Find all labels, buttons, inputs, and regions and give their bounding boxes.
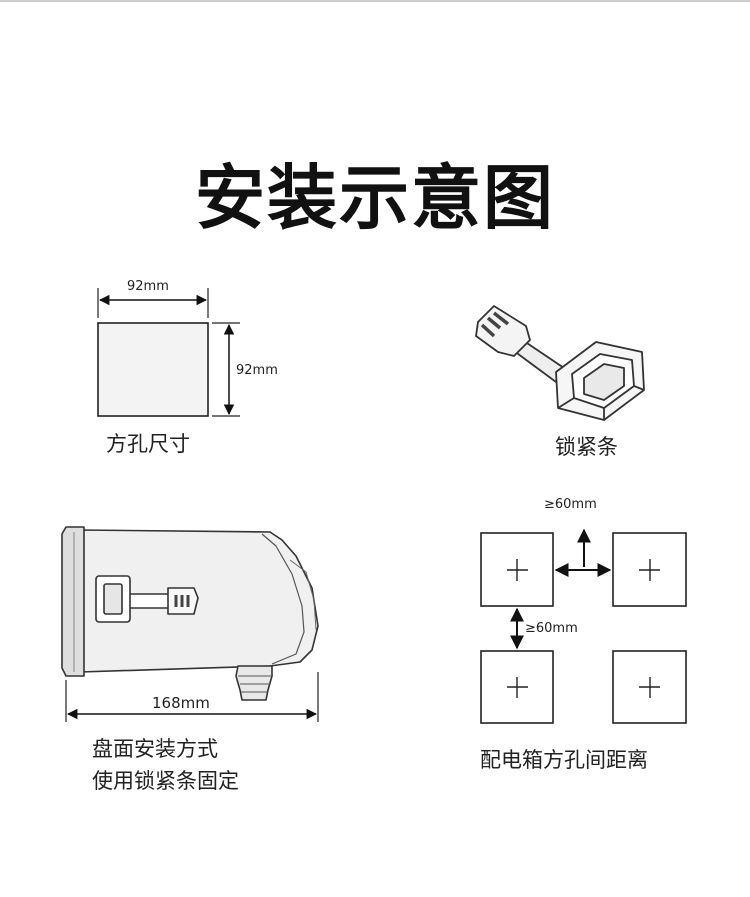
cutout-caption: 方孔尺寸 (106, 432, 190, 456)
spacing-caption: 配电箱方孔间距离 (480, 748, 648, 772)
panel-mount-caption-line1: 盘面安装方式 (92, 737, 218, 761)
panel-mount-caption-line2: 使用锁紧条固定 (92, 769, 239, 793)
length-label: 168mm (152, 694, 210, 712)
page-title: 安装示意图 (195, 157, 555, 239)
front-panel (61, 526, 85, 677)
cutout-height-label: 92mm (236, 363, 278, 378)
cable-gland (235, 665, 273, 701)
meter-body (79, 529, 319, 673)
cutout-width-label: 92mm (127, 279, 169, 294)
lock-strip-figure (475, 305, 645, 421)
panel-mount-figure (61, 526, 319, 722)
vertical-gap-label: ≥60mm (525, 621, 578, 636)
lock-strip-tab (475, 305, 531, 357)
horizontal-gap-label: ≥60mm (544, 497, 597, 512)
lock-strip-caption: 锁紧条 (555, 435, 618, 459)
top-divider (0, 0, 750, 2)
cutout-figure (97, 288, 240, 417)
spacing-figure (480, 528, 687, 724)
cutout-square (97, 322, 209, 417)
